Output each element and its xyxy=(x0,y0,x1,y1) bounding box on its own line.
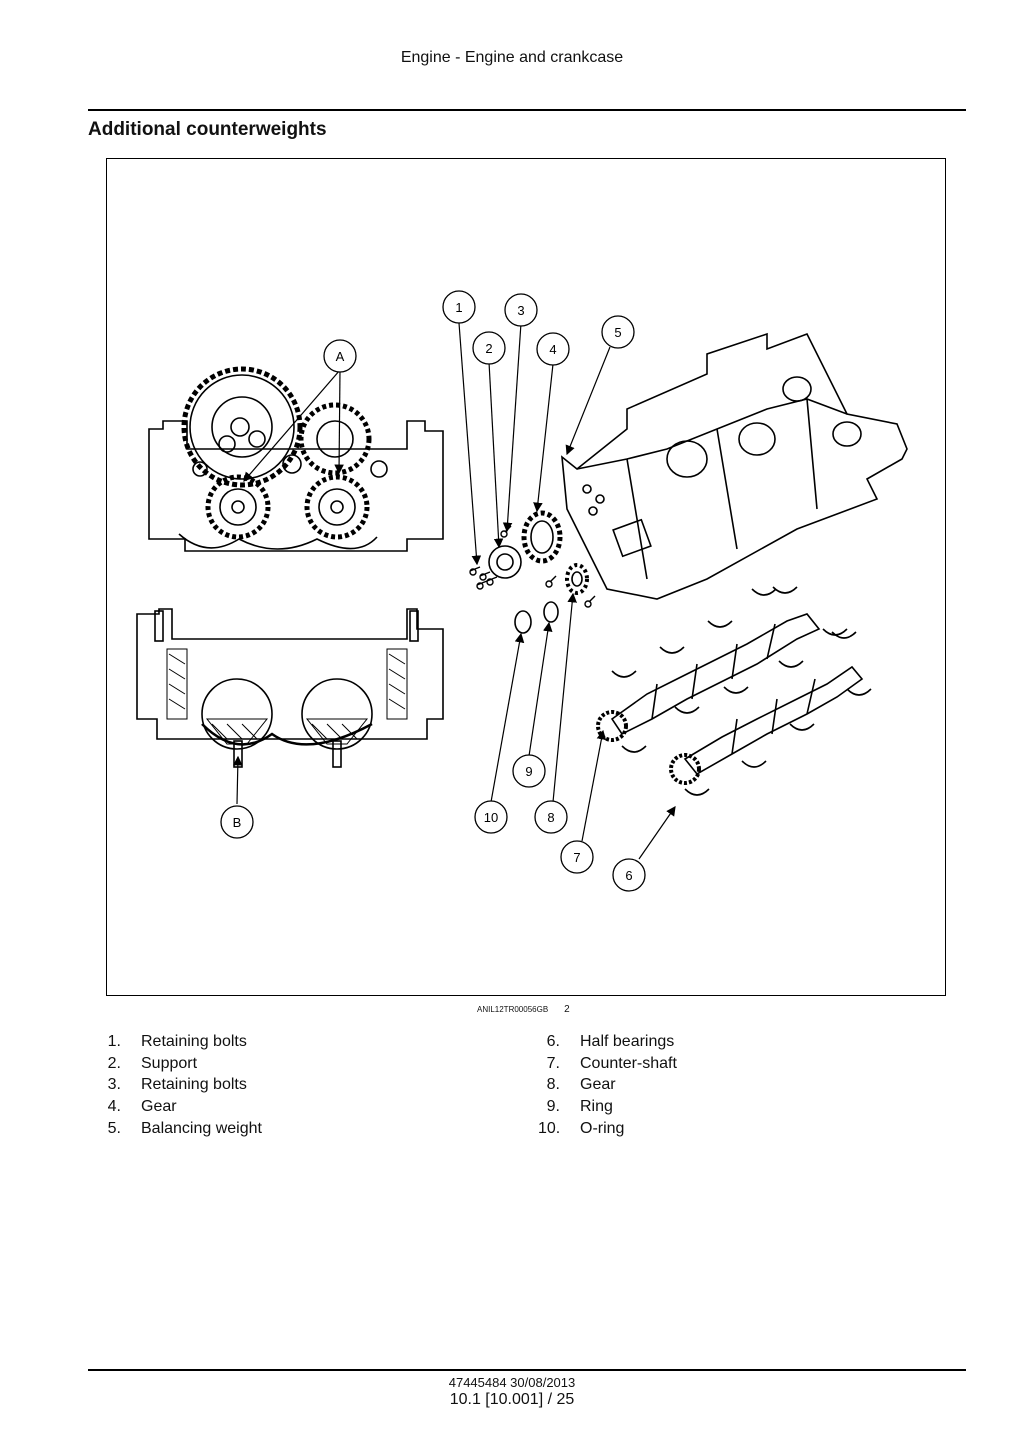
legend-right-column: 6. Half bearings 7. Counter-shaft 8. Gear 9… xyxy=(538,1031,677,1139)
callout-5: 5 xyxy=(601,315,635,349)
legend-item: 2. Support xyxy=(100,1053,262,1075)
exploded-view-drawing: 1 3 2 4 5 A 9 10 8 B 7 6 xyxy=(136,290,908,892)
counterweight-gear-right xyxy=(304,474,370,540)
figure-code: ANIL12TR00056GB xyxy=(477,1005,549,1014)
housing-section-view xyxy=(136,608,444,768)
callout-b: B xyxy=(220,805,254,839)
legend-label: Gear xyxy=(580,1076,616,1094)
exploded-view-figure: 1 3 2 4 5 A 9 10 8 B 7 6 xyxy=(106,158,946,996)
callout-1: 1 xyxy=(442,290,476,324)
legend-item: 5. Balancing weight xyxy=(100,1118,262,1140)
half-bearings xyxy=(611,586,872,796)
footer-rule xyxy=(88,1369,966,1371)
svg-text:2: 2 xyxy=(485,341,492,356)
svg-text:5: 5 xyxy=(614,325,621,340)
callout-a: A xyxy=(323,339,357,373)
svg-text:B: B xyxy=(233,815,242,830)
svg-text:1: 1 xyxy=(455,300,462,315)
callout-6: 6 xyxy=(612,858,646,892)
counter-shaft-upper xyxy=(596,613,821,742)
running-header: Engine - Engine and crankcase xyxy=(400,49,624,66)
legend-label: Support xyxy=(141,1054,198,1072)
svg-text:9: 9 xyxy=(525,764,532,779)
svg-text:8: 8 xyxy=(547,810,554,825)
legend-item: 7. Counter-shaft xyxy=(538,1053,677,1075)
housing-front-view xyxy=(148,420,444,552)
footer-page-ref: 10.1 [10.001] / 25 xyxy=(449,1391,575,1408)
ring-part xyxy=(543,601,559,623)
legend-num: 4. xyxy=(107,1098,121,1116)
legend-item: 6. Half bearings xyxy=(538,1031,677,1053)
legend-label: Retaining bolts xyxy=(141,1033,247,1050)
retaining-bolts-1 xyxy=(469,566,498,590)
svg-text:4: 4 xyxy=(549,342,556,357)
legend-item: 8. Gear xyxy=(538,1074,677,1096)
legend-num: 5. xyxy=(107,1119,121,1137)
svg-text:6: 6 xyxy=(625,868,632,883)
callout-7: 7 xyxy=(560,840,594,874)
callout-9: 9 xyxy=(512,754,546,788)
legend-num: 10. xyxy=(538,1119,561,1137)
legend-num: 6. xyxy=(546,1033,560,1050)
legend-label: Balancing weight xyxy=(141,1119,262,1137)
legend-left-column: 1. Retaining bolts 2. Support 3. Retaining … xyxy=(100,1031,262,1139)
legend-label: Retaining bolts xyxy=(141,1076,247,1094)
svg-text:7: 7 xyxy=(573,850,580,865)
drive-gear-upper xyxy=(181,366,303,488)
legend-num: 3. xyxy=(107,1076,121,1094)
svg-text:A: A xyxy=(336,349,345,364)
legend-item: 3. Retaining bolts xyxy=(100,1074,262,1096)
balancing-weight-block xyxy=(561,332,908,600)
figure-caption: ANIL12TR00056GB 2 xyxy=(477,1004,570,1015)
svg-text:10: 10 xyxy=(484,810,498,825)
legend-num: 7. xyxy=(546,1054,560,1072)
legend-item: 4. Gear xyxy=(100,1096,262,1118)
legend-num: 1. xyxy=(107,1033,121,1050)
legend-num: 8. xyxy=(546,1076,560,1094)
legend-item: 9. Ring xyxy=(538,1096,677,1118)
counterweight-gear-left xyxy=(205,474,271,540)
callout-2: 2 xyxy=(472,331,506,365)
legend-item: 1. Retaining bolts xyxy=(100,1031,262,1053)
legend-label: Counter-shaft xyxy=(580,1054,677,1072)
callout-4: 4 xyxy=(536,332,570,366)
legend-num: 9. xyxy=(546,1098,560,1116)
legend-label: Half bearings xyxy=(580,1033,675,1050)
o-ring-part xyxy=(514,610,532,634)
legend-label: O-ring xyxy=(580,1119,625,1137)
legend-label: Ring xyxy=(580,1098,613,1116)
figure-number: 2 xyxy=(564,1004,570,1015)
gear-8-part xyxy=(565,563,589,595)
callout-8: 8 xyxy=(534,800,568,834)
counter-shaft-lower xyxy=(669,665,864,785)
svg-text:3: 3 xyxy=(517,303,524,318)
callout-3: 3 xyxy=(504,293,538,327)
header-rule xyxy=(88,109,966,111)
callout-10: 10 xyxy=(474,800,508,834)
idler-gear-upper xyxy=(298,402,372,476)
legend-num: 2. xyxy=(107,1054,121,1072)
support-part xyxy=(488,545,522,579)
legend-label: Gear xyxy=(141,1098,177,1116)
gear-4-part xyxy=(521,510,563,564)
legend-item: 10. O-ring xyxy=(538,1118,677,1140)
section-title: Additional counterweights xyxy=(88,119,327,140)
footer-document-ref: 47445484 30/08/2013 xyxy=(448,1375,576,1390)
